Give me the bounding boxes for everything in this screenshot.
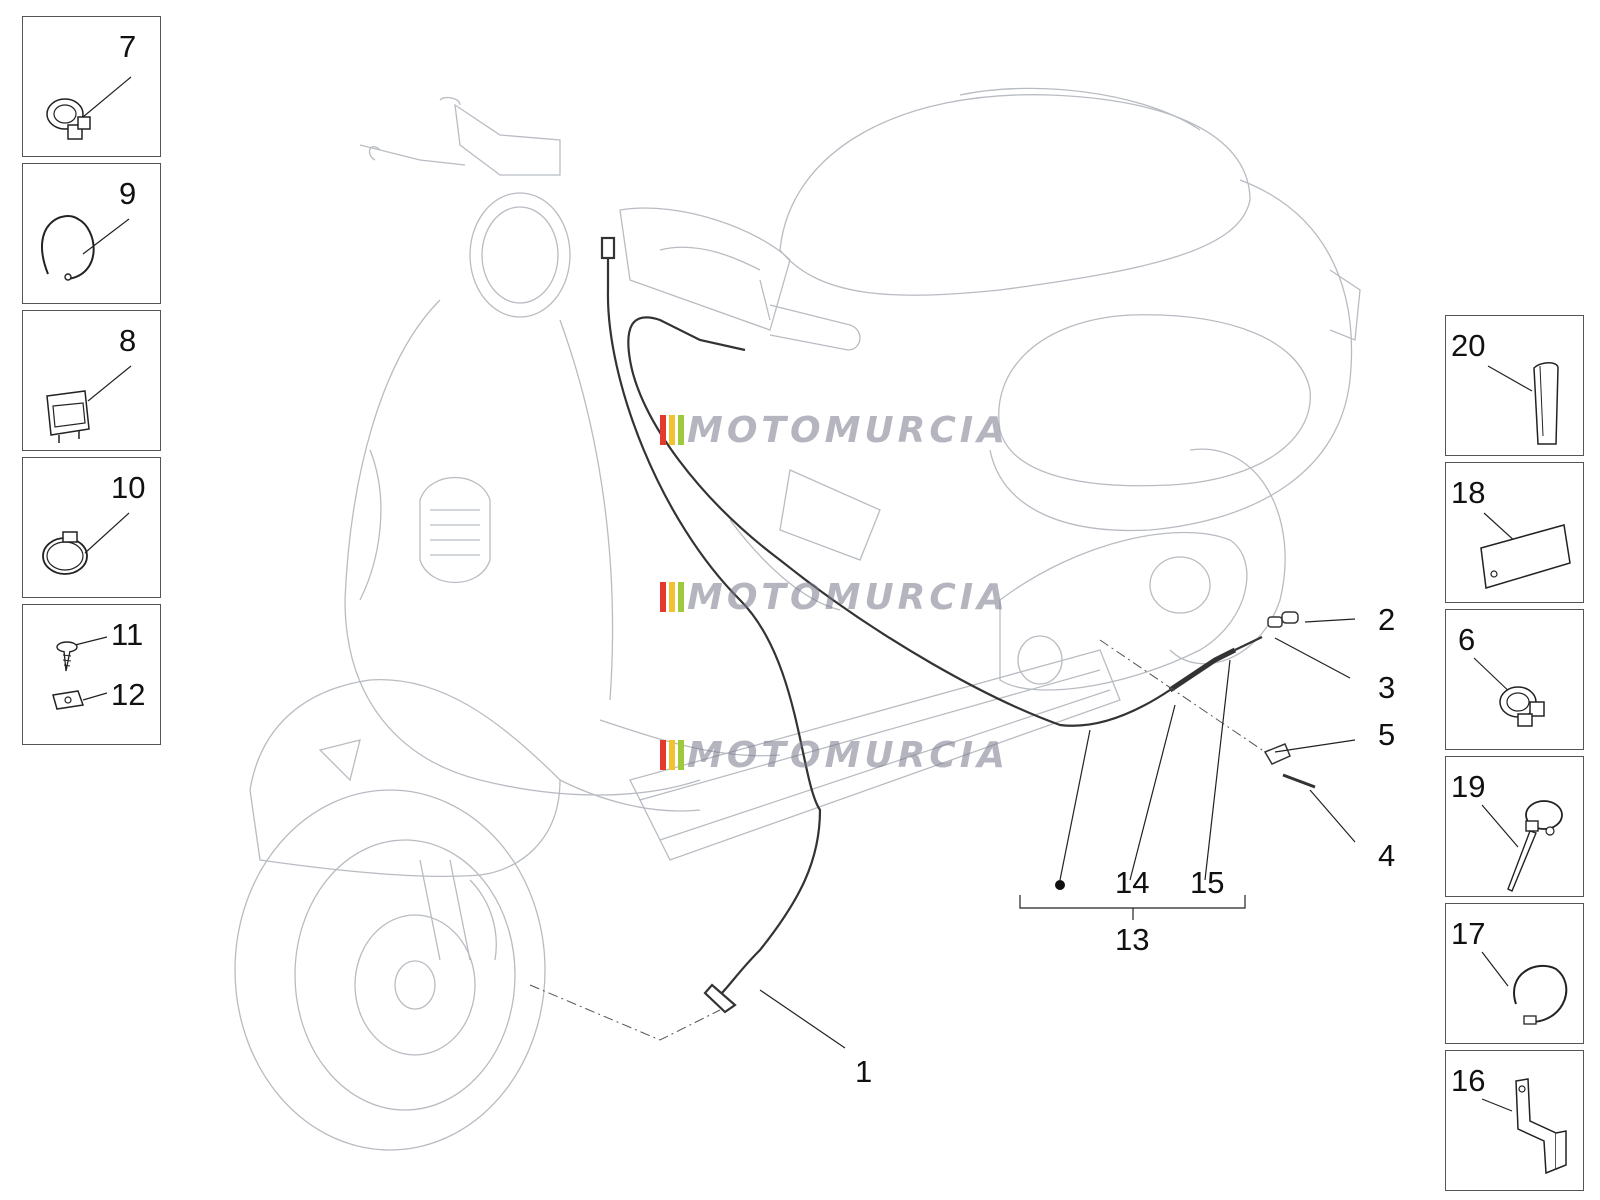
callout-15: 15 <box>1190 865 1224 900</box>
part-number: 6 <box>1458 622 1476 657</box>
part-number-secondary: 12 <box>111 677 146 712</box>
speedometer-cable <box>600 236 822 1014</box>
part-box-19[interactable]: 19 <box>1445 756 1584 897</box>
callout-14: 14 <box>1115 865 1149 900</box>
small-parts <box>1263 611 1316 789</box>
callout-1: 1 <box>855 1054 872 1089</box>
part-box-7[interactable]: 7 <box>22 16 161 157</box>
part-box-16[interactable]: 16 <box>1445 1050 1584 1191</box>
scooter-outline <box>234 87 1361 1151</box>
bracket-icon <box>1481 1078 1567 1175</box>
assembly-dot <box>1055 880 1065 890</box>
watermark-1: MOTOMURCIA <box>660 410 1009 451</box>
transmission-cable <box>627 316 1263 727</box>
part-box-8[interactable]: 8 <box>22 310 161 451</box>
watermark-3: MOTOMURCIA <box>660 735 1009 776</box>
part-number: 18 <box>1451 475 1486 510</box>
callout-2: 2 <box>1378 602 1395 637</box>
callout-4: 4 <box>1378 838 1395 873</box>
part-number: 10 <box>111 470 146 505</box>
part-box-9[interactable]: 9 <box>22 163 161 304</box>
wire-clip-icon <box>41 215 130 281</box>
band-clamp-icon <box>42 512 130 575</box>
watermark-2: MOTOMURCIA <box>660 577 1009 618</box>
projection-lines <box>529 639 1266 1041</box>
cable-tie-clamp-icon <box>1481 800 1563 892</box>
part-box-18[interactable]: 18 <box>1445 462 1584 603</box>
hose-clamp-icon <box>1473 657 1545 727</box>
screw-and-clip-nut-icon <box>52 636 108 710</box>
part-box-17[interactable]: 17 <box>1445 903 1584 1044</box>
part-number: 19 <box>1451 769 1486 804</box>
label-plate-icon <box>1480 512 1571 589</box>
part-number: 17 <box>1451 916 1486 951</box>
cable-clip-icon <box>46 365 132 443</box>
part-box-10[interactable]: 10 <box>22 457 161 598</box>
sleeve-icon <box>1487 362 1559 445</box>
part-number: 8 <box>119 323 137 358</box>
part-box-6[interactable]: 6 <box>1445 609 1584 750</box>
leader-lines <box>759 618 1356 1049</box>
part-box-11-12[interactable]: 11 12 <box>22 604 161 745</box>
part-number: 11 <box>111 617 144 652</box>
part-number: 16 <box>1451 1063 1486 1098</box>
wire-clip-icon <box>1481 951 1568 1025</box>
hose-clamp-icon <box>46 76 132 140</box>
callout-5: 5 <box>1378 717 1395 752</box>
callout-3: 3 <box>1378 670 1395 705</box>
part-box-20[interactable]: 20 <box>1445 315 1584 456</box>
callout-13: 13 <box>1115 922 1149 957</box>
part-number: 9 <box>119 176 137 211</box>
part-number: 20 <box>1451 328 1486 363</box>
part-number: 7 <box>119 29 137 64</box>
